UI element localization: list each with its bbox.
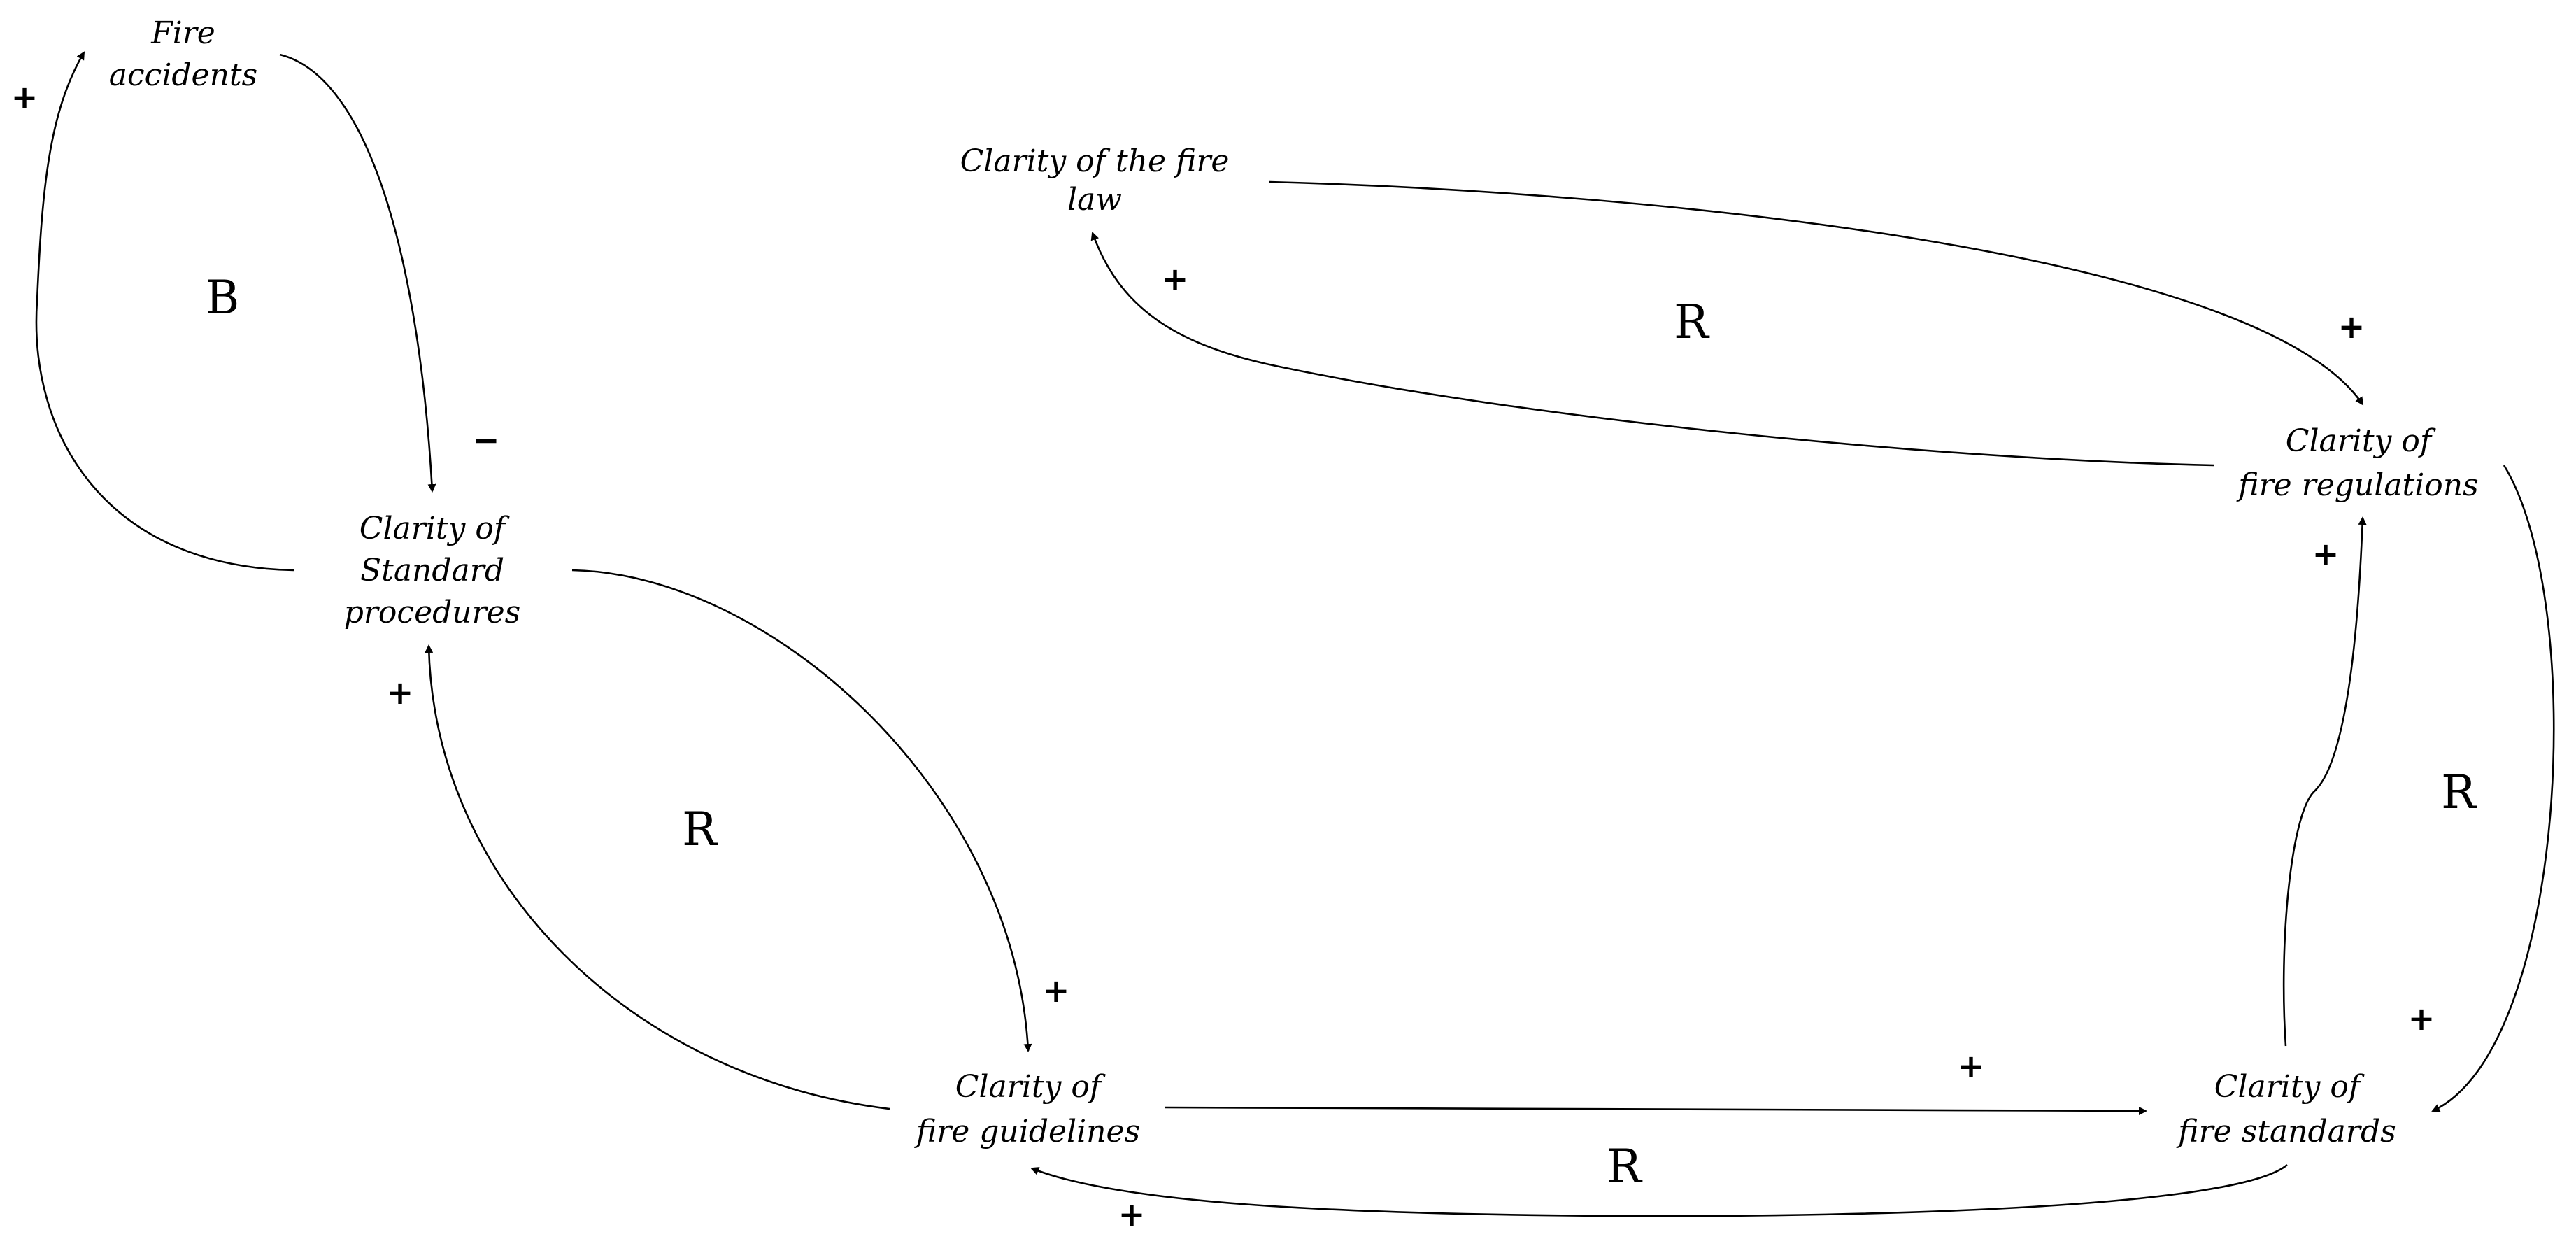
link-guidelines-to-standards bbox=[1164, 1106, 2147, 1115]
loop-label-balancing: B bbox=[206, 271, 240, 325]
loop-label-procedures-guidelines: R bbox=[682, 802, 718, 856]
polarity-procedures-to-guidelines: + bbox=[1043, 972, 1070, 1010]
node-fire-accidents-line-2: accidents bbox=[109, 57, 257, 93]
node-clarity-fire-law: Clarity of the fire law bbox=[960, 143, 1230, 218]
node-clarity-fire-guidelines-line-2: fire guidelines bbox=[914, 1114, 1140, 1149]
loop-label-regulations-standards: R bbox=[2441, 765, 2477, 819]
node-clarity-standard-procedures: Clarity of Standard procedures bbox=[344, 511, 521, 630]
link-standards-to-regulations bbox=[2282, 516, 2367, 1047]
node-clarity-fire-guidelines-line-1: Clarity of bbox=[955, 1069, 1106, 1105]
node-clarity-fire-regulations-line-2: fire regulations bbox=[2236, 467, 2478, 503]
link-standards-to-guidelines bbox=[1030, 1164, 2288, 1217]
link-polarities: + − + + + + + + + + bbox=[11, 78, 2435, 1233]
link-regulations-to-standards bbox=[2431, 465, 2555, 1112]
node-fire-accidents: Fire accidents bbox=[109, 15, 257, 93]
node-clarity-fire-law-line-2: law bbox=[1067, 182, 1122, 218]
link-procedures-to-guidelines bbox=[571, 569, 1032, 1052]
node-clarity-fire-standards-line-1: Clarity of bbox=[2214, 1069, 2365, 1105]
node-clarity-fire-standards: Clarity of fire standards bbox=[2176, 1069, 2396, 1149]
node-clarity-standard-procedures-line-1: Clarity of bbox=[360, 511, 510, 546]
node-clarity-standard-procedures-line-3: procedures bbox=[344, 595, 521, 630]
polarity-law-to-regulations: + bbox=[2338, 308, 2365, 346]
link-accidents-to-procedures bbox=[279, 53, 436, 493]
polarity-standards-to-guidelines: + bbox=[1118, 1196, 1146, 1233]
polarity-regulations-to-standards: + bbox=[2408, 1000, 2435, 1038]
node-clarity-standard-procedures-line-2: Standard bbox=[360, 553, 504, 588]
node-clarity-fire-law-line-1: Clarity of the fire bbox=[960, 143, 1230, 179]
loop-label-law-regulations: R bbox=[1674, 295, 1710, 349]
link-procedures-to-accidents bbox=[35, 51, 294, 572]
causal-links bbox=[35, 51, 2555, 1217]
loop-labels: B R R R R bbox=[206, 271, 2477, 1194]
link-regulations-to-law bbox=[1090, 232, 2214, 467]
node-clarity-fire-regulations-line-1: Clarity of bbox=[2286, 423, 2436, 459]
link-guidelines-to-procedures bbox=[425, 644, 890, 1110]
polarity-regulations-to-law: + bbox=[1162, 260, 1189, 298]
polarity-guidelines-to-standards: + bbox=[1958, 1047, 1985, 1085]
polarity-guidelines-to-procedures: + bbox=[387, 674, 414, 712]
link-law-to-regulations bbox=[1269, 180, 2364, 406]
polarity-accidents-to-procedures: − bbox=[473, 421, 500, 459]
loop-label-guidelines-standards: R bbox=[1607, 1140, 1643, 1194]
polarity-standards-to-regulations: + bbox=[2312, 535, 2340, 573]
node-clarity-fire-regulations: Clarity of fire regulations bbox=[2236, 423, 2478, 503]
polarity-procedures-to-accidents: + bbox=[11, 78, 38, 116]
node-fire-accidents-line-1: Fire bbox=[150, 15, 215, 51]
node-clarity-fire-standards-line-2: fire standards bbox=[2176, 1114, 2396, 1149]
node-clarity-fire-guidelines: Clarity of fire guidelines bbox=[914, 1069, 1140, 1149]
